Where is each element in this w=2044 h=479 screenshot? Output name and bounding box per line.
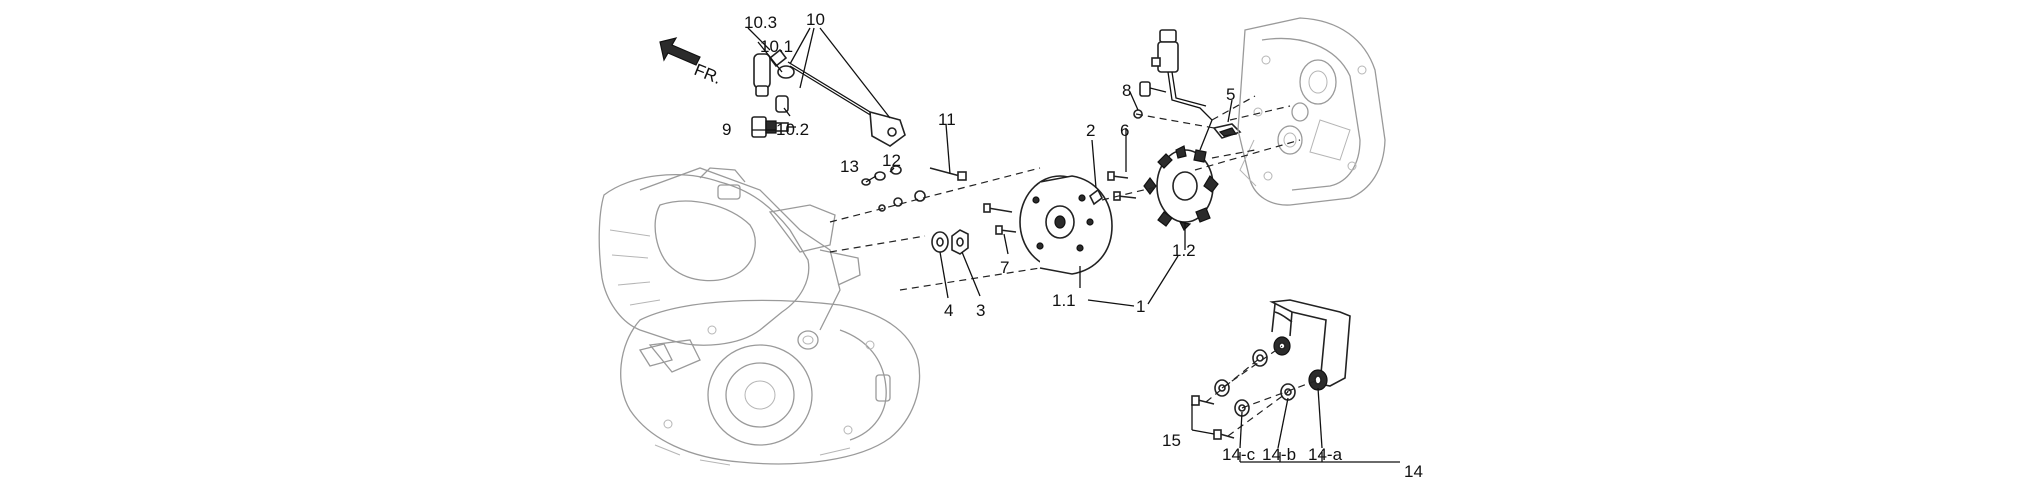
callout-14: 14 xyxy=(1404,462,1423,479)
callout-3: 3 xyxy=(976,301,985,320)
callout-8: 8 xyxy=(1122,81,1131,100)
callout-6: 6 xyxy=(1120,121,1129,140)
callout-11: 11 xyxy=(938,110,956,129)
callout-10-3: 10.3 xyxy=(744,13,777,32)
callout-14-a: 14-a xyxy=(1308,445,1343,464)
callout-5: 5 xyxy=(1226,85,1235,104)
callout-1: 1 xyxy=(1136,297,1145,316)
engine-block xyxy=(598,167,921,466)
alignment-lines xyxy=(829,95,1319,437)
callout-13: 13 xyxy=(840,157,859,176)
callout-1-1: 1.1 xyxy=(1052,291,1076,310)
callout-14-b: 14-b xyxy=(1262,445,1296,464)
engine-mount-bracket xyxy=(1191,299,1351,440)
ignition-lead-assembly xyxy=(753,48,906,147)
stator-coil xyxy=(1143,145,1219,232)
callout-10: 10 xyxy=(806,10,825,29)
callout-9: 9 xyxy=(722,120,731,139)
washer-and-nut xyxy=(931,229,969,255)
stator-wiring-harness xyxy=(1133,29,1213,151)
callout-10-2: 10.2 xyxy=(776,120,809,139)
callout-14-c: 14-c xyxy=(1222,445,1256,464)
callout-2: 2 xyxy=(1086,121,1095,140)
callout-1-2: 1.2 xyxy=(1172,241,1196,260)
front-arrow-icon xyxy=(659,37,701,66)
stator-cover xyxy=(1237,17,1386,206)
front-direction-label: FR. xyxy=(692,60,725,88)
callout-15: 15 xyxy=(1162,431,1181,450)
callout-12: 12 xyxy=(882,151,901,170)
leader-lines xyxy=(747,27,1400,463)
callout-10-1: 10.1 xyxy=(760,37,793,56)
callout-7: 7 xyxy=(1000,258,1009,277)
grommet xyxy=(1212,123,1242,139)
key-part xyxy=(1088,188,1104,206)
spark-plug xyxy=(751,116,796,138)
callout-4: 4 xyxy=(944,301,953,320)
